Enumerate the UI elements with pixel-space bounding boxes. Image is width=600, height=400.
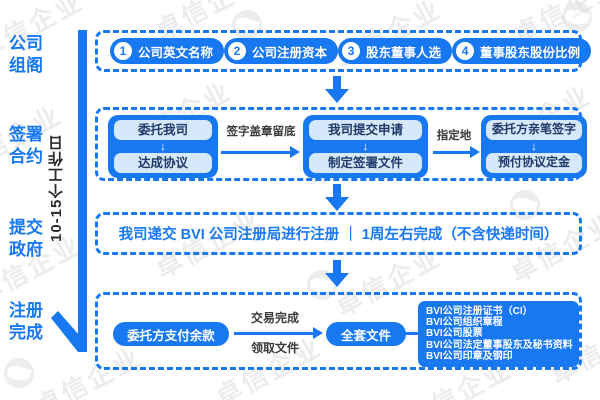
step-number-badge: 3 (342, 42, 361, 60)
timeline-bar (51, 30, 87, 352)
stage-label-reg-complete: 注册完成 (9, 301, 43, 342)
step-item-label: 公司注册资本 (252, 45, 328, 60)
full-document-set-button: 全套文件 (326, 322, 406, 346)
step-item-share-ratio: 4 董事股东股份比例 (452, 38, 592, 64)
arrow-entrust-to-submit (221, 146, 300, 158)
gov-submission-text: 我司递交 BVI 公司注册局进行注册 ｜ 1周左右完成（不含快递时间） (118, 227, 559, 243)
stage-label-submit-gov: 提交政府 (9, 218, 43, 259)
stage-label-company-setup: 公司组阁 (9, 34, 43, 75)
arrow-label-collect-docs: 领取文件 (250, 341, 299, 355)
step-item-english-name: 1 公司英文名称 (110, 38, 225, 64)
arrow-pay-to-package (234, 327, 323, 339)
step-item-label: 董事股东股份比例 (480, 45, 581, 60)
section-company-setup: 1 公司英文名称 2 公司注册资本 3 股东董事人选 4 董事股东股份比例 (95, 30, 592, 72)
small-down-arrow-icon: ↓ (160, 139, 166, 153)
document-item: BVI公司组织章程 (426, 317, 503, 329)
step-item-shareholders-directors: 3 股东董事人选 (338, 38, 453, 64)
node-client-signature: 委托方亲笔签字 (486, 120, 582, 140)
node-prepay-deposit: 预付协议定金 (486, 153, 582, 173)
step-item-label: 公司英文名称 (138, 45, 214, 60)
small-down-arrow-icon: ↓ (531, 139, 537, 153)
arrow-label-sign-stamp: 签字盖章留底 (226, 126, 296, 138)
arrow-label-deal-done: 交易完成 (250, 311, 299, 325)
section-registration-complete: 委托方支付余款 交易完成 领取文件 全套文件 BVI公司注册证书（CI） BVI… (95, 292, 582, 370)
arrow-label-designated-place: 指定地 (436, 130, 472, 142)
node-reach-agreement: 达成协议 (114, 152, 212, 173)
arrow-submit-to-sign (433, 146, 480, 158)
document-list: BVI公司注册证书（CI） BVI公司组织章程 BVI公司股票 BVI公司法定董… (418, 301, 579, 367)
connector-line (404, 332, 418, 335)
duration-label: 10-15个工作日 (48, 134, 65, 242)
step-number-badge: 2 (228, 42, 247, 60)
section-submit-government: 我司递交 BVI 公司注册局进行注册 ｜ 1周左右完成（不含快递时间） (95, 212, 582, 255)
group-client-signing: 委托方亲笔签字 ↓ 预付协议定金 (481, 115, 587, 178)
step-item-registered-capital: 2 公司注册资本 (224, 38, 339, 64)
document-item: BVI公司法定董事股东及秘书资料 (426, 339, 573, 351)
down-arrow-icon (325, 260, 349, 287)
group-entrust-agreement: 委托我司 ↓ 达成协议 (108, 115, 218, 178)
section-sign-contract: 委托我司 ↓ 达成协议 签字盖章留底 我司提交申请 ↓ 制定签署文件 指定地 委… (95, 107, 587, 181)
document-item: BVI公司印章及钢印 (426, 350, 513, 362)
down-arrow-icon (325, 76, 349, 103)
pay-balance-button: 委托方支付余款 (113, 322, 229, 346)
step-number-badge: 1 (114, 42, 132, 60)
node-prepare-sign-docs: 制定签署文件 (309, 152, 422, 173)
globe-watermark-icon (562, 2, 592, 32)
step-number-badge: 4 (456, 42, 475, 60)
step-item-label: 股东董事人选 (366, 45, 442, 60)
small-down-arrow-icon: ↓ (362, 139, 369, 153)
node-entrust-us: 委托我司 (114, 120, 212, 141)
group-submit-application: 我司提交申请 ↓ 制定签署文件 (303, 115, 428, 178)
node-we-submit-application: 我司提交申请 (309, 120, 422, 141)
document-item: BVI公司注册证书（CI） (426, 306, 533, 317)
down-arrow-icon (325, 184, 349, 211)
document-item: BVI公司股票 (426, 328, 483, 340)
stage-label-sign-contract: 签署合约 (9, 125, 43, 166)
